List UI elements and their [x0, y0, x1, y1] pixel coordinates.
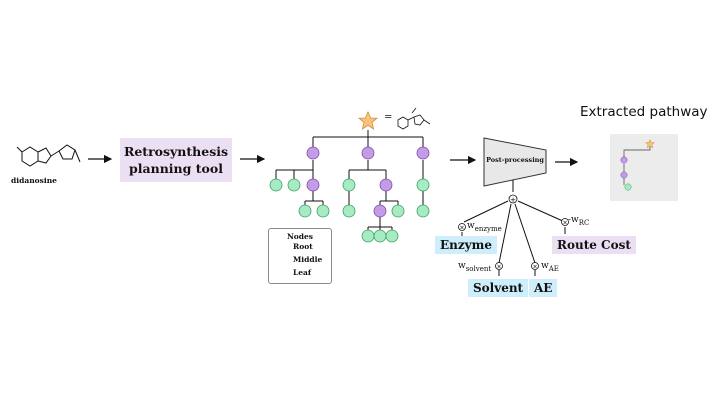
weight-route-cost-symbol: -wRC	[568, 215, 590, 227]
extracted-leaf-node	[624, 183, 632, 191]
retrosynthesis-title-line2: planning tool	[129, 161, 223, 176]
sum-node	[508, 194, 518, 204]
retrosynthesis-tool-box: Retrosynthesis planning tool	[120, 138, 232, 182]
target-molecule	[397, 107, 431, 130]
product-nodes	[458, 218, 569, 270]
legend-root-label: Root	[293, 242, 313, 251]
retrosynthesis-title-line1: Retrosynthesis	[123, 144, 229, 159]
legend-leaf-label: Leaf	[293, 268, 312, 277]
extracted-pathway-title: Extracted pathway	[580, 104, 708, 120]
weight-ae-symbol: wAE	[541, 261, 559, 273]
middle-nodes	[306, 146, 430, 218]
legend-middle-label: Middle	[293, 255, 323, 264]
extracted-middle-node	[620, 156, 628, 164]
weight-solvent-symbol: wsolvent	[458, 261, 492, 273]
legend-title: Nodes	[286, 232, 314, 241]
input-molecule-label: didanosine	[11, 176, 57, 185]
postprocessing-funnel	[483, 137, 547, 187]
root-node	[357, 110, 379, 130]
route-cost-label-box: Route Cost	[552, 236, 636, 254]
sum-symbol: +	[510, 196, 516, 204]
equals-sign: =	[384, 112, 393, 123]
enzyme-label-box: Enzyme	[435, 236, 497, 254]
didanosine-structure	[16, 144, 81, 167]
product-symbol: ×	[562, 220, 567, 227]
nodes-legend: Nodes Root Middle Leaf	[268, 228, 332, 284]
solvent-label-box: Solvent	[468, 279, 529, 297]
product-symbol: ×	[459, 225, 464, 232]
extracted-pathway-panel	[610, 134, 678, 201]
ae-label-box: AE	[529, 279, 558, 297]
product-symbol: ×	[532, 264, 537, 271]
weight-enzyme-symbol: wenzyme	[467, 221, 502, 233]
leaf-nodes	[269, 178, 430, 243]
product-symbol: ×	[496, 264, 501, 271]
weight-arrows	[461, 200, 566, 276]
extracted-middle-node	[620, 171, 628, 179]
postprocessing-label: Post-processing	[486, 156, 544, 164]
extracted-root-node	[644, 138, 656, 149]
